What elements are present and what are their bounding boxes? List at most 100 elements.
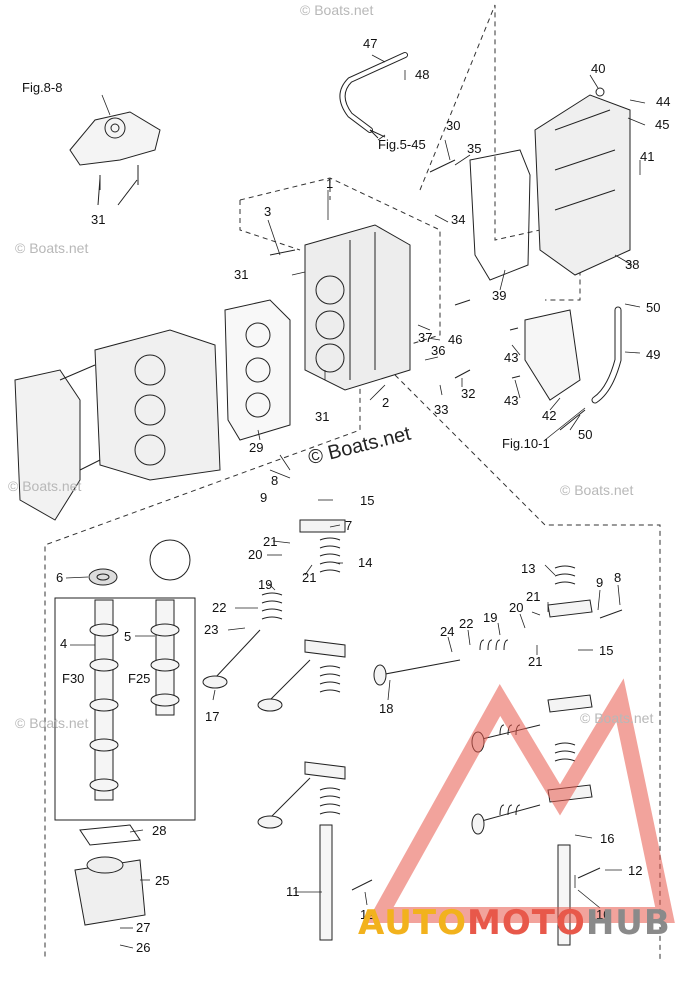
callout-6: 6	[56, 570, 64, 585]
callout-26: 26	[136, 940, 151, 955]
callout-50a: 50	[646, 300, 661, 315]
callout-41: 41	[640, 149, 655, 164]
callout-40: 40	[591, 61, 606, 76]
callout-31b: 31	[234, 267, 249, 282]
callout-21: 21	[263, 534, 278, 549]
camshaft-4	[89, 599, 119, 801]
head-gasket	[224, 299, 291, 441]
callout-20: 20	[248, 547, 263, 562]
watermark-faint: © Boats.net	[300, 2, 374, 18]
callout-21c: 21	[526, 589, 541, 604]
watermark-logo	[366, 678, 675, 923]
valve-springs	[261, 537, 576, 816]
callout-12: 12	[360, 907, 375, 922]
watermark-faint: © Boats.net	[15, 715, 89, 731]
callout-13: 13	[521, 561, 536, 576]
callout-28: 28	[152, 823, 167, 838]
brand-logo: AUTOMOTOHUB	[358, 903, 671, 943]
callout-15b: 15	[599, 643, 614, 658]
callout-19: 19	[258, 577, 273, 592]
callout-29: 29	[249, 440, 264, 455]
callout-39: 39	[492, 288, 507, 303]
callout-12b: 12	[628, 863, 643, 878]
callout-22b: 22	[459, 616, 474, 631]
brand-auto: AUTO	[358, 903, 467, 943]
callout-9: 9	[260, 490, 268, 505]
callout-49: 49	[646, 347, 661, 362]
callout-31c: 31	[315, 409, 330, 424]
callout-5: 5	[124, 629, 132, 644]
callout-48: 48	[415, 67, 430, 82]
callout-2: 2	[382, 395, 390, 410]
callout-1: 1	[326, 176, 334, 191]
callout-43b: 43	[504, 393, 519, 408]
callout-50b: 50	[578, 427, 593, 442]
callout-24: 24	[440, 624, 455, 639]
gasket-28	[79, 824, 141, 846]
watermark-faint: © Boats.net	[580, 710, 654, 726]
rocker-shaft-11	[319, 824, 333, 941]
callout-27: 27	[136, 920, 151, 935]
callout-42: 42	[542, 408, 557, 423]
brand-hub: HUB	[585, 903, 671, 943]
inset-symbol	[149, 539, 191, 581]
bolts	[269, 159, 623, 891]
ref-f25: F25	[128, 671, 151, 686]
callout-31a: 31	[91, 212, 106, 227]
callout-25: 25	[155, 873, 170, 888]
callout-17: 17	[205, 709, 220, 724]
callout-3: 3	[264, 204, 272, 219]
callout-37: 37	[418, 330, 433, 345]
arrow-fig-5-45	[369, 129, 386, 138]
callout-22: 22	[212, 600, 227, 615]
callout-18: 18	[379, 701, 394, 716]
callout-7: 7	[345, 518, 353, 533]
callout-15: 15	[360, 493, 375, 508]
callout-35: 35	[467, 141, 482, 156]
callout-21d: 21	[528, 654, 543, 669]
callout-10: 10	[596, 907, 611, 922]
camshaft-5	[150, 599, 180, 716]
callout-11: 11	[286, 884, 300, 899]
camshaft-box	[54, 597, 196, 821]
leader-lines	[65, 54, 646, 949]
fuel-pump	[74, 856, 146, 926]
cover-gasket	[469, 149, 531, 281]
crankcase-block	[14, 329, 221, 521]
callout-36: 36	[431, 343, 446, 358]
watermark-faint: © Boats.net	[8, 478, 82, 494]
head-cover	[534, 87, 631, 276]
cylinder-head	[304, 224, 411, 391]
callout-32: 32	[461, 386, 476, 401]
oil-seal-6	[88, 568, 118, 586]
callout-20b: 20	[509, 600, 524, 615]
callout-44: 44	[656, 94, 671, 109]
rocker-arms	[299, 519, 593, 803]
ref-f30: F30	[62, 671, 85, 686]
callout-16: 16	[600, 831, 615, 846]
watermark-faint: © Boats.net	[15, 240, 89, 256]
arrow-fig-10-1	[559, 409, 586, 431]
callout-23: 23	[204, 622, 219, 637]
plate-42	[524, 309, 581, 401]
callout-8: 8	[271, 473, 279, 488]
brand-moto: MOTO	[466, 903, 586, 943]
callout-19b: 19	[483, 610, 498, 625]
ref-fig-8-8: Fig.8-8	[22, 80, 63, 95]
ref-fig-5-45: Fig.5-45	[378, 137, 426, 152]
watermark-faint: © Boats.net	[560, 482, 634, 498]
callout-45: 45	[655, 117, 670, 132]
callout-30: 30	[446, 118, 461, 133]
callout-34: 34	[451, 212, 466, 227]
ref-fig-10-1: Fig.10-1	[502, 436, 550, 451]
callout-43a: 43	[504, 350, 519, 365]
callout-9b: 9	[596, 575, 604, 590]
callout-14: 14	[358, 555, 373, 570]
callout-8b: 8	[614, 570, 622, 585]
callout-47: 47	[363, 36, 378, 51]
callout-4: 4	[60, 636, 68, 651]
callout-33: 33	[434, 402, 449, 417]
callout-46: 46	[448, 332, 463, 347]
